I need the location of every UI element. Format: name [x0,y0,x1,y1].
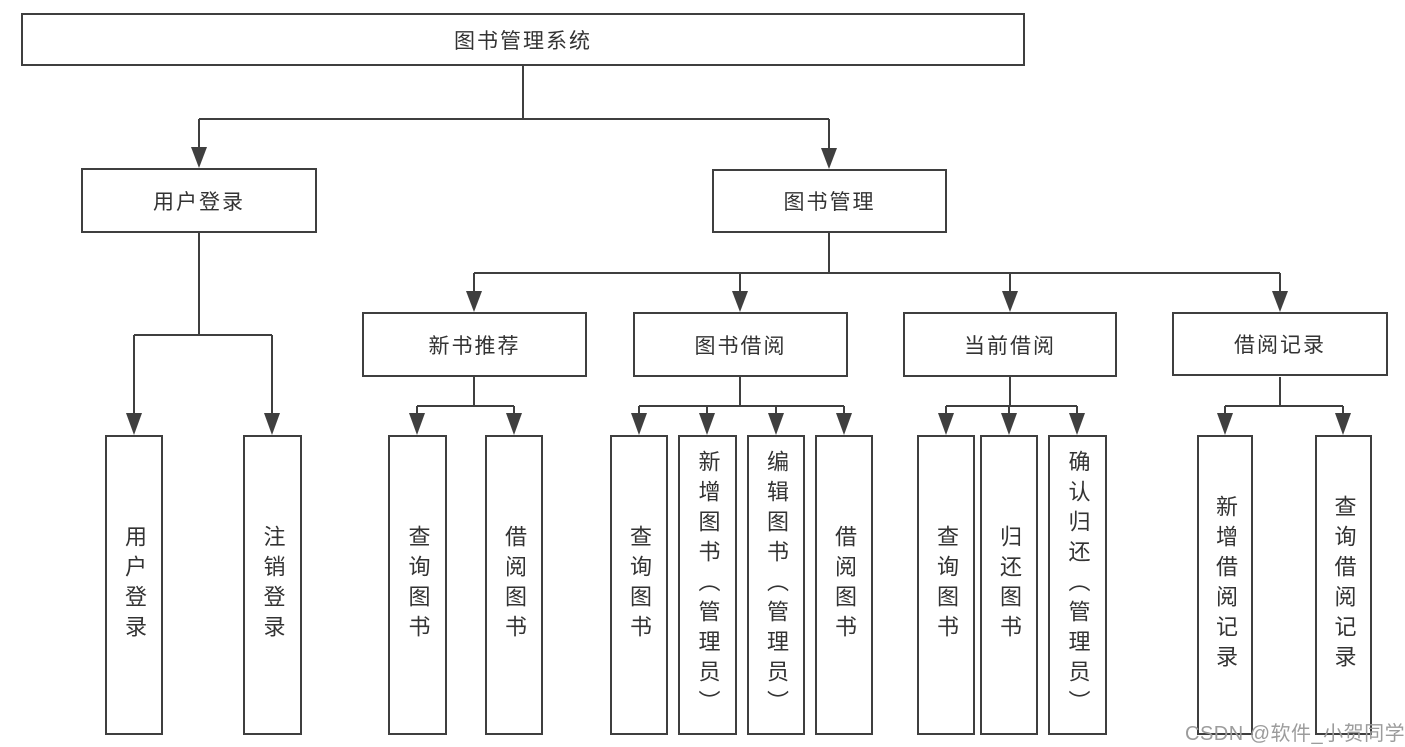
arrow-to-book-borrow [732,291,748,312]
leaf-user-login-label: 用户登录 [122,525,147,645]
arrow-to-book-management [821,148,837,169]
leaf-add-borrow-record-label: 新增借阅记录 [1213,495,1238,675]
arrow-to-current-borrow [1002,291,1018,312]
node-book-management: 图书管理 [712,169,947,233]
leaf-query-books-current-label: 查询图书 [934,525,959,645]
arrow-to-borrow-records [1272,291,1288,312]
arrow-leaf-edit-book [768,413,784,435]
node-root-label: 图书管理系统 [454,29,592,53]
connector-root-to-level2 [198,66,830,151]
leaf-query-books-recommend-label: 查询图书 [405,525,431,645]
leaf-borrow-books: 借阅图书 [815,435,873,735]
arrow-to-user-login [191,147,207,168]
leaf-logout: 注销登录 [243,435,302,735]
node-user-login-label: 用户登录 [153,190,245,214]
leaf-borrow-books-recommend: 借阅图书 [485,435,543,735]
arrow-leaf-return [1001,413,1017,435]
leaf-query-books-recommend: 查询图书 [388,435,447,735]
connector-manage-to-level3 [473,233,1281,294]
arrow-leaf-borrow2 [836,413,852,435]
arrow-leaf-add-record [1217,413,1233,435]
node-book-borrow: 图书借阅 [633,312,848,377]
connector-records-to-leaves [1224,377,1344,414]
leaf-return-book-label: 归还图书 [997,525,1022,645]
csdn-watermark: CSDN @软件_小贺同学 [1185,723,1405,745]
leaf-return-book: 归还图书 [980,435,1038,735]
arrow-leaf-logout [264,413,280,435]
connector-recommend-to-leaves [416,377,515,414]
leaf-edit-book-admin-label: 编辑图书（管理员） [764,450,789,720]
leaf-add-book-admin: 新增图书（管理员） [678,435,737,735]
arrow-leaf-query3 [938,413,954,435]
node-user-login: 用户登录 [81,168,317,233]
node-borrow-records: 借阅记录 [1172,312,1388,376]
arrow-leaf-query-record [1335,413,1351,435]
connector-login-to-leaves [133,233,273,414]
connector-borrow-to-leaves [638,377,845,414]
arrow-to-recommend [466,291,482,312]
arrow-leaf-add-book [699,413,715,435]
arrow-leaf-confirm-return [1069,413,1085,435]
leaf-confirm-return-admin-label: 确认归还（管理员） [1065,450,1091,720]
leaf-query-borrow-record-label: 查询借阅记录 [1331,495,1357,675]
arrowheads [126,147,1351,435]
node-book-borrow-label: 图书借阅 [694,334,787,358]
leaf-query-books-borrow: 查询图书 [610,435,668,735]
arrow-leaf-query1 [409,413,425,435]
leaf-confirm-return-admin: 确认归还（管理员） [1048,435,1107,735]
node-borrow-records-label: 借阅记录 [1234,334,1326,357]
node-root-system: 图书管理系统 [21,13,1025,66]
node-book-management-label: 图书管理 [783,191,876,214]
node-current-borrow: 当前借阅 [903,312,1117,377]
arrow-leaf-borrow1 [506,413,522,435]
node-current-borrow-label: 当前借阅 [964,334,1056,358]
leaf-add-borrow-record: 新增借阅记录 [1197,435,1253,735]
node-new-book-recommend-label: 新书推荐 [428,334,521,358]
leaf-user-login: 用户登录 [105,435,163,735]
leaf-add-book-admin-label: 新增图书（管理员） [695,450,721,720]
leaf-edit-book-admin: 编辑图书（管理员） [747,435,805,735]
leaf-borrow-books-label: 借阅图书 [832,525,857,645]
node-new-book-recommend: 新书推荐 [362,312,587,377]
arrow-leaf-login [126,413,142,435]
arrow-leaf-query2 [631,413,647,435]
connector-current-to-leaves [945,377,1078,414]
leaf-query-borrow-record: 查询借阅记录 [1315,435,1372,735]
leaf-query-books-borrow-label: 查询图书 [627,525,652,645]
leaf-logout-label: 注销登录 [260,525,286,645]
leaf-borrow-books-recommend-label: 借阅图书 [502,525,527,645]
leaf-query-books-current: 查询图书 [917,435,975,735]
